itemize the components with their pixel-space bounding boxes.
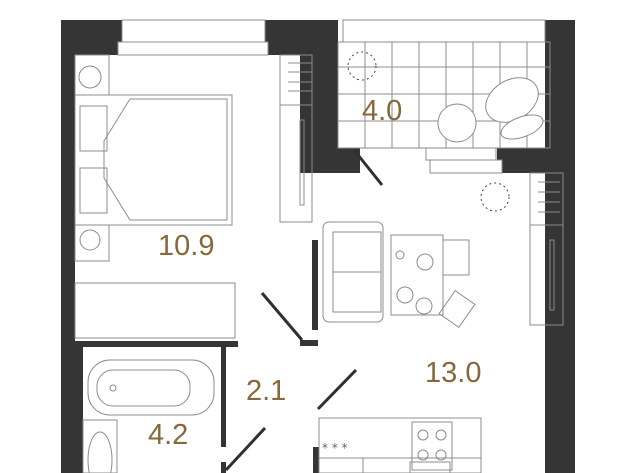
kitchen-counter (318, 417, 482, 473)
plant-icon-2 (480, 182, 510, 212)
bathroom-area-label: 4.2 (148, 419, 188, 451)
hallway-area-label: 2.1 (246, 375, 286, 407)
walls (61, 20, 575, 473)
wardrobe-icon (74, 282, 236, 339)
bedroom-area-label: 10.9 (158, 230, 214, 262)
kitchen: * * * (318, 417, 482, 473)
living-furniture (322, 172, 564, 329)
bed-icon (74, 94, 233, 226)
balcony-area-label: 4.0 (362, 95, 402, 127)
living-door (316, 368, 358, 411)
plant-icon (347, 51, 377, 81)
sink-icon (87, 431, 113, 473)
bathtub-icon (87, 359, 215, 416)
bedroom-door (260, 292, 304, 341)
balcony-door (352, 149, 384, 186)
chair-icon (442, 239, 470, 276)
svg-text:* * *: * * * (322, 441, 348, 455)
doors (224, 149, 384, 472)
bathroom-fixtures (82, 359, 215, 473)
tv-stand-icon (279, 104, 313, 223)
round-table-icon (437, 103, 477, 143)
bathroom-door (224, 426, 267, 472)
balcony-tiles (337, 41, 551, 149)
lamp-icon (78, 65, 102, 89)
tv-icon (529, 224, 564, 326)
cooktop-icon (411, 421, 453, 471)
living-area-label: 13.0 (425, 357, 481, 389)
bedroom-furniture (74, 54, 313, 339)
stove-icon (409, 461, 451, 473)
sofa-icon (322, 221, 384, 323)
windows (117, 19, 546, 174)
